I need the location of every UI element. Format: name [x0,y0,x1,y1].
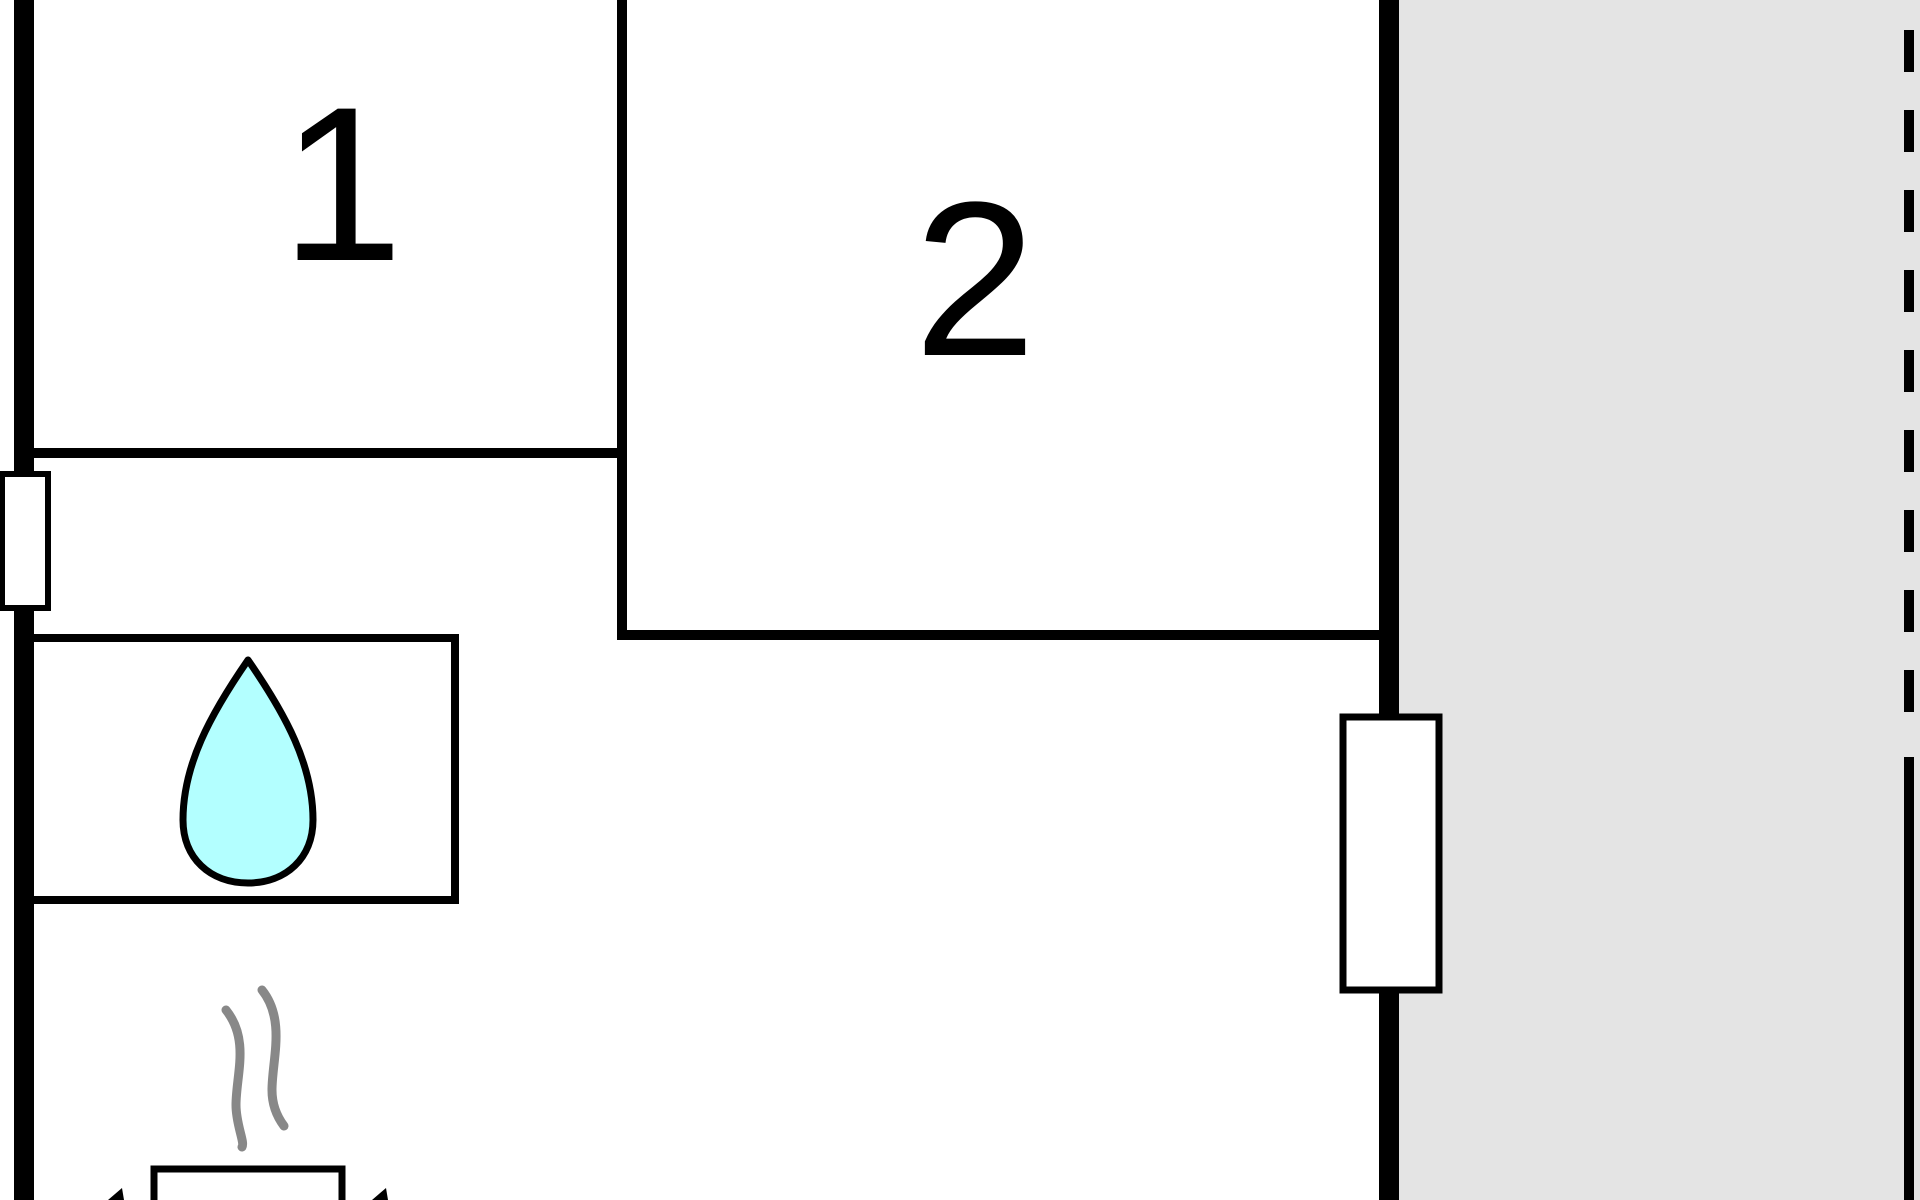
steam-icon [221,985,289,1152]
window-icon [0,471,51,611]
room-1-label: 1 [281,61,403,307]
water-drop-icon [179,656,317,887]
stove-left-marker [108,1188,124,1200]
stove-icon [150,1165,346,1200]
room-2-label: 2 [914,156,1036,402]
door-icon [1339,713,1443,994]
stove-right-marker [372,1188,388,1200]
terrace-area [1395,0,1920,1200]
